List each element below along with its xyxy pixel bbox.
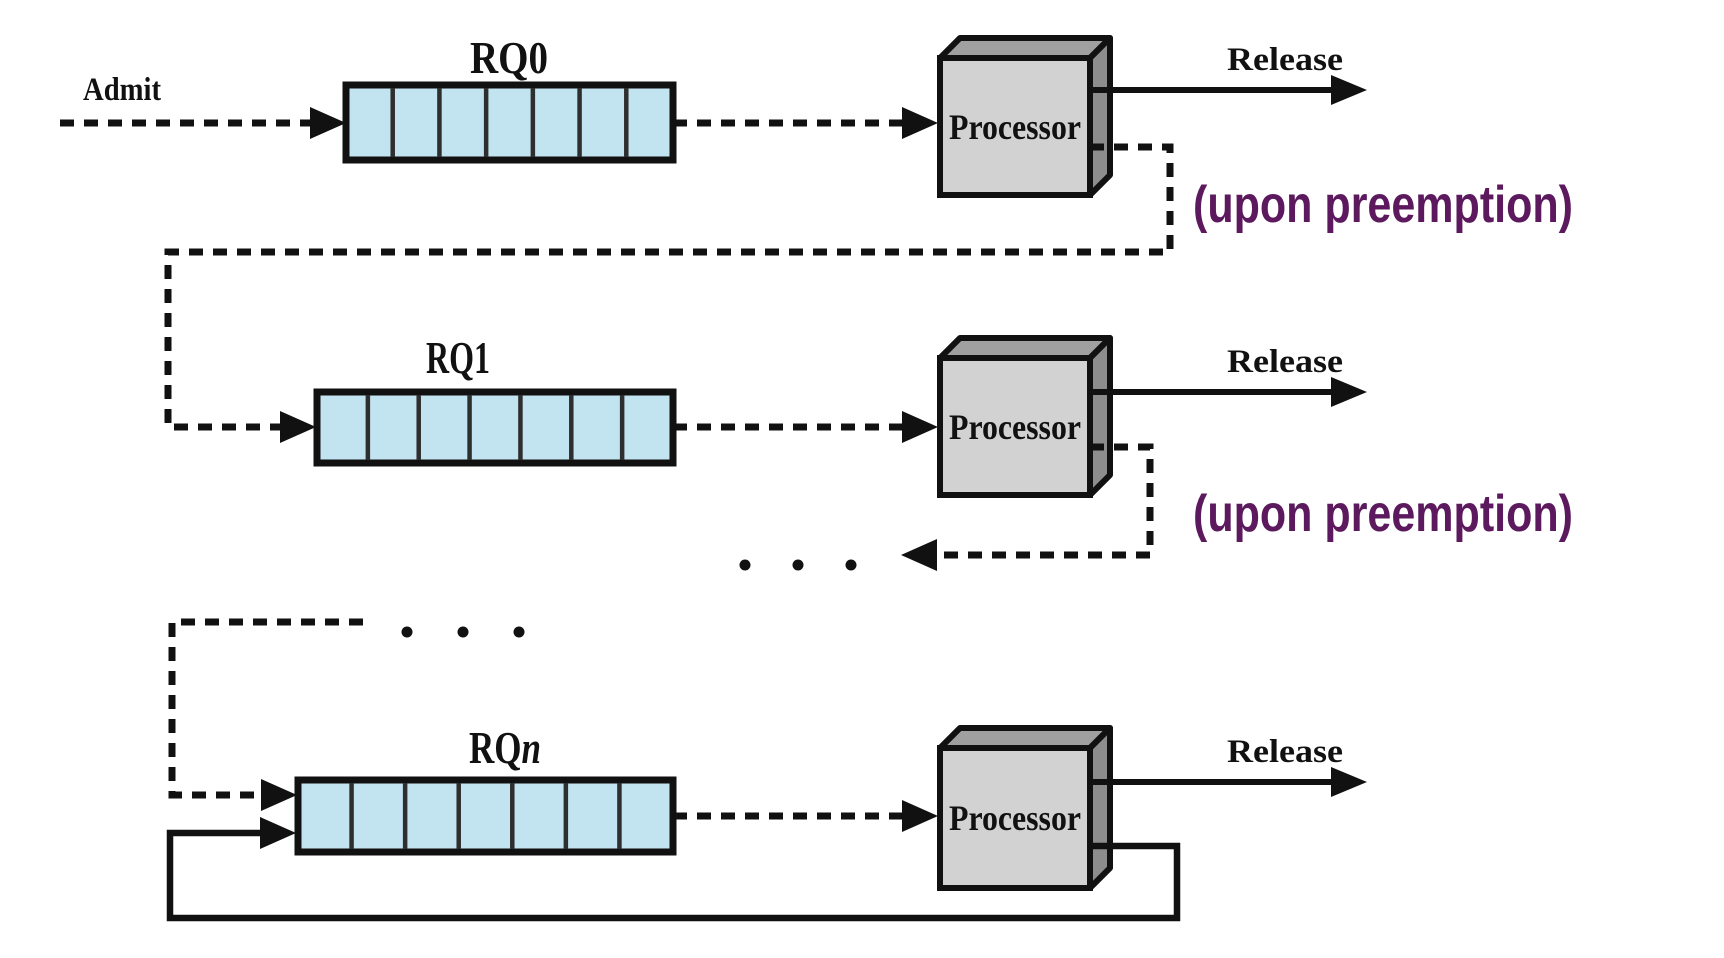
ellipsis-dots-mid [739, 559, 857, 571]
queue-rqn [294, 776, 677, 856]
ellipsis-dot [401, 626, 413, 638]
dispatch-arrowhead-icon [902, 107, 938, 139]
release-arrowhead-icon [1331, 75, 1367, 105]
preemption-entry-dashed-path [168, 618, 363, 799]
release-label-3: Release [1227, 734, 1343, 770]
feedback-arrowhead-icon [260, 817, 296, 849]
dispatch-arrowhead-icon [902, 411, 938, 443]
row-rq0: Admit RQ0 Processor Release (upon preemp… [60, 33, 1573, 443]
queue-label-rq1: RQ1 [426, 333, 490, 383]
ellipsis-dots-lower [401, 626, 525, 638]
queue-rq1 [313, 388, 677, 467]
release-label-2: Release [1227, 344, 1343, 380]
processor-label: Processor [949, 407, 1081, 447]
preemption-entry-arrowhead-icon [261, 779, 297, 811]
preemption-note-1: (upon preemption) [1193, 176, 1573, 234]
queue-label-rqn: RQn [469, 723, 541, 773]
processor-front-face [937, 55, 1093, 198]
release-arrowhead-icon [1331, 377, 1367, 407]
queue-box [294, 776, 677, 856]
queue-rq0 [342, 81, 677, 164]
queue-label-rq0: RQ0 [470, 33, 548, 83]
processor-front-face [937, 355, 1093, 498]
ellipsis-dot [739, 559, 751, 571]
admit-arrowhead-icon [310, 107, 346, 139]
processor-label: Processor [949, 798, 1081, 838]
ellipsis-dot [845, 559, 857, 571]
dispatch-arrowhead-icon [902, 800, 938, 832]
queue-box [342, 81, 677, 164]
preemption-arrowhead-icon [280, 411, 316, 443]
row-rq1: RQ1 Processor Release (upon preemption) [313, 333, 1573, 571]
processor-box-3: Processor [937, 725, 1113, 891]
admit-label: Admit [83, 72, 161, 108]
ellipsis-dot [457, 626, 469, 638]
row-rqn: RQn Processor Release [166, 618, 1367, 922]
processor-front-face [937, 745, 1093, 891]
feedback-loop-solid-path [166, 829, 1181, 922]
ellipsis-dot [792, 559, 804, 571]
release-label-1: Release [1227, 42, 1343, 78]
queue-box [313, 388, 677, 467]
preemption-path-rq1-down [937, 443, 1154, 559]
processor-label: Processor [949, 107, 1081, 147]
ellipsis-dot [513, 626, 525, 638]
processor-box-2: Processor [937, 335, 1113, 498]
processor-box-1: Processor [937, 35, 1113, 198]
preemption-left-arrowhead-icon [901, 539, 937, 571]
release-arrowhead-icon [1331, 767, 1367, 797]
preemption-path-rq0-to-rq1 [164, 143, 1174, 431]
preemption-note-2: (upon preemption) [1193, 485, 1573, 543]
